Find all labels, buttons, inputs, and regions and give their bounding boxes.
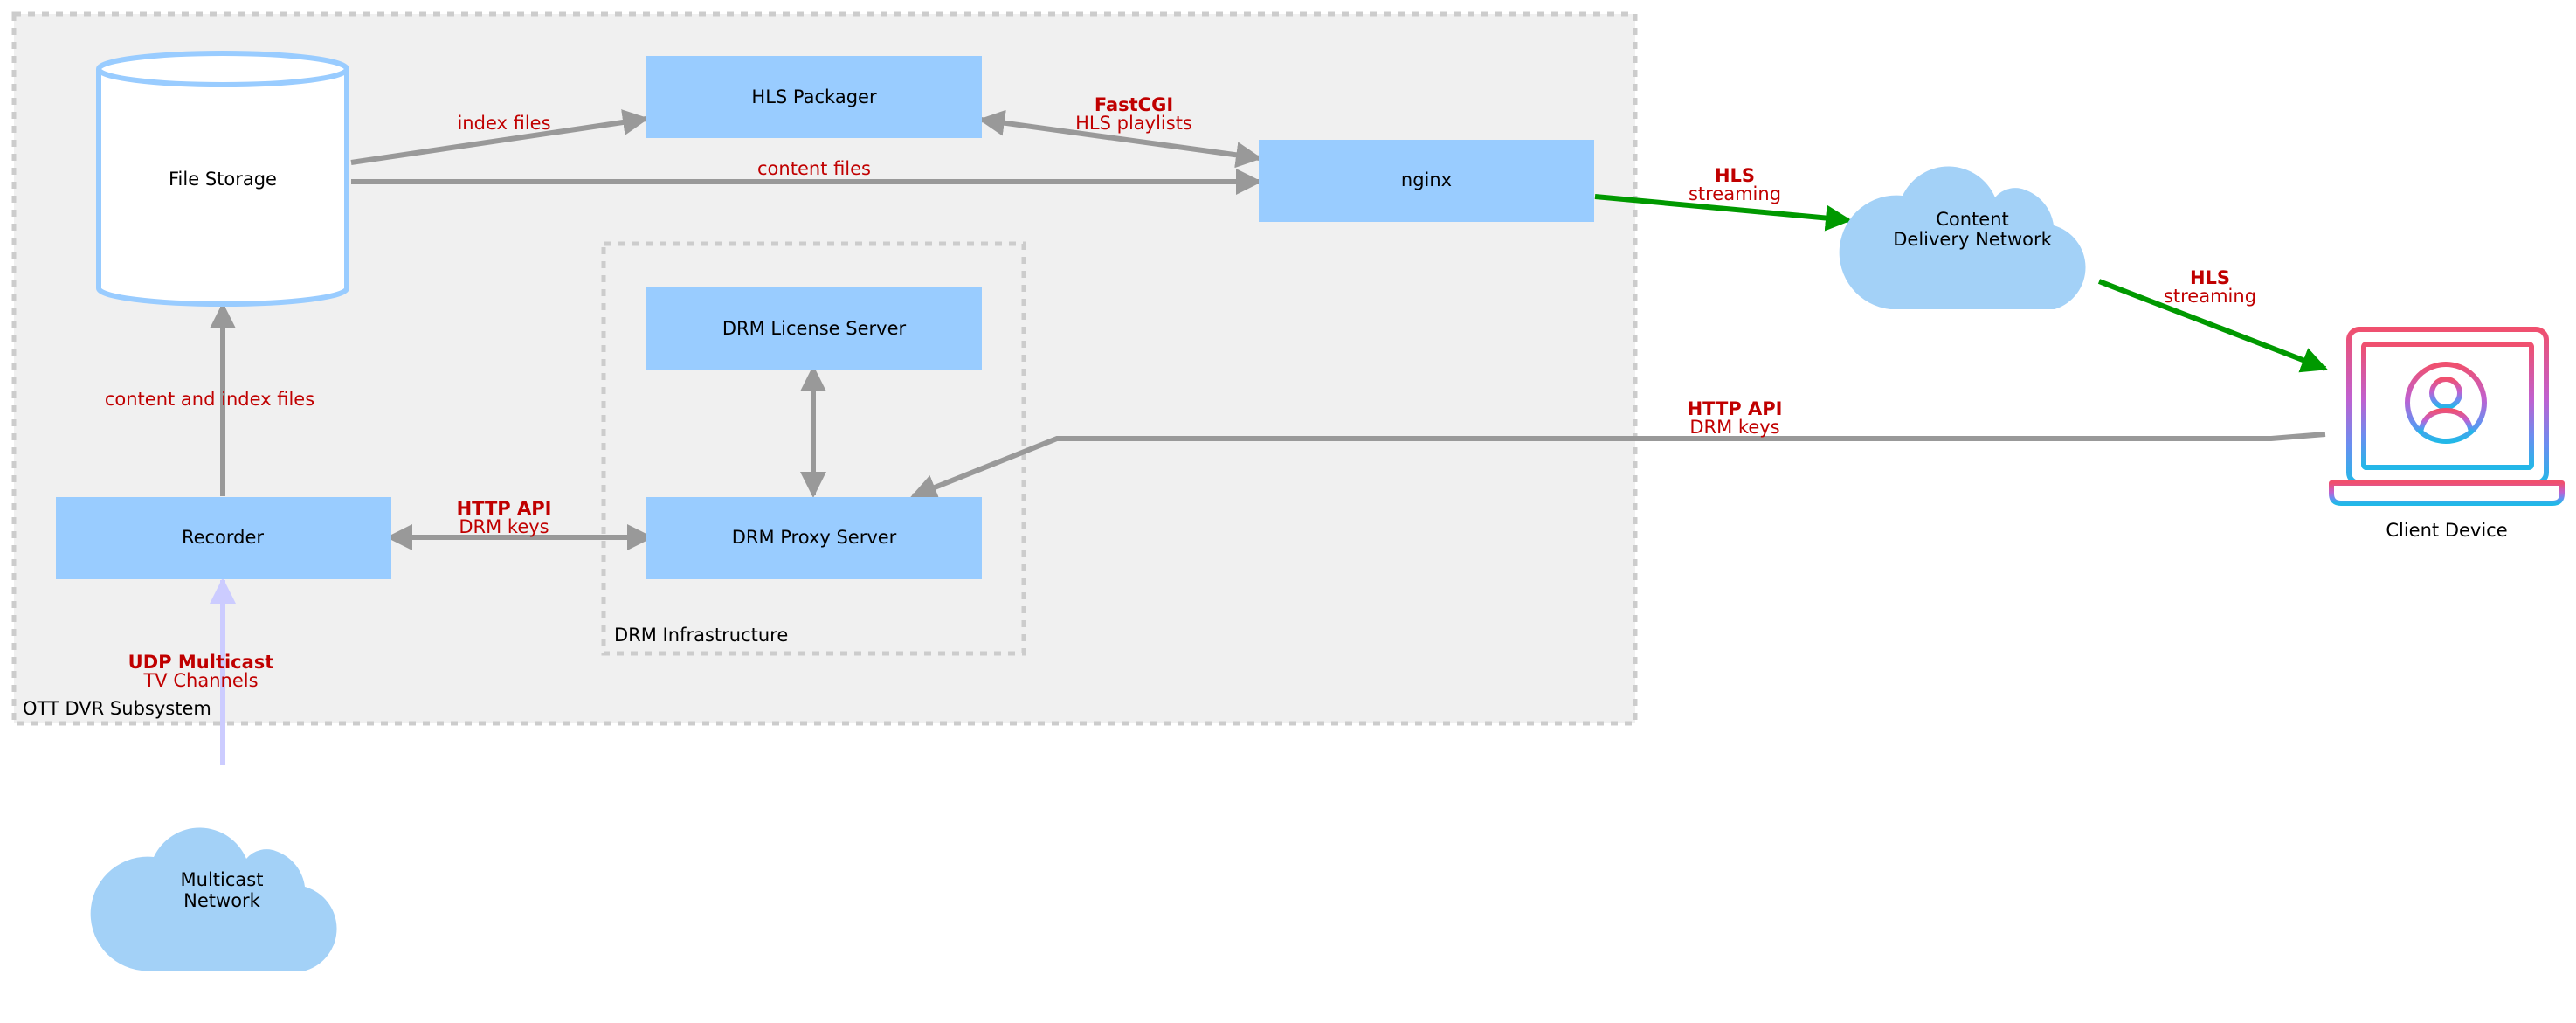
node-multicast-network: Multicast Network xyxy=(90,827,337,971)
label-drm-keys-recorder: DRM keys xyxy=(459,516,549,537)
label-hls-playlists: HLS playlists xyxy=(1075,113,1192,134)
label-drm-keys-client: DRM keys xyxy=(1689,417,1779,438)
node-drm-license-server: DRM License Server xyxy=(646,287,982,370)
node-hls-packager: HLS Packager xyxy=(646,56,982,138)
node-label-cdn-line2: Delivery Network xyxy=(1893,229,2052,250)
label-content-files: content files xyxy=(757,158,871,179)
node-drm-proxy-server: DRM Proxy Server xyxy=(646,497,982,579)
group-drm-infrastructure: DRM Infrastructure xyxy=(601,241,1026,656)
label-http-api-recorder: HTTP API xyxy=(457,498,552,519)
laptop-user-icon xyxy=(2329,327,2565,506)
node-label-hls-packager: HLS Packager xyxy=(751,86,877,107)
edge-index-files xyxy=(350,109,649,165)
label-hls-cdn: HLS xyxy=(1715,165,1755,186)
edge-fastcgi xyxy=(978,109,1262,169)
group-label-ott-dvr: OTT DVR Subsystem xyxy=(23,698,211,719)
node-recorder: Recorder xyxy=(56,497,391,579)
edge-labels: index files content files FastCGI HLS pl… xyxy=(105,94,2256,691)
edges xyxy=(210,109,2328,765)
edge-client-proxy xyxy=(910,432,2326,500)
node-file-storage: File Storage xyxy=(96,51,349,307)
node-label-recorder: Recorder xyxy=(182,527,264,548)
node-label-drm-proxy-server: DRM Proxy Server xyxy=(732,527,897,548)
node-client-device: Client Device xyxy=(2329,327,2565,541)
node-label-cdn-line1: Content xyxy=(1936,209,2009,230)
node-label-file-storage: File Storage xyxy=(169,169,277,190)
label-streaming-cdn: streaming xyxy=(1689,183,1781,204)
node-content-delivery-network: Content Delivery Network xyxy=(1839,166,2086,309)
node-label-multicast-line1: Multicast xyxy=(181,869,264,890)
label-http-api-client: HTTP API xyxy=(1688,398,1783,419)
label-content-and-index-files: content and index files xyxy=(105,389,314,410)
label-tv-channels: TV Channels xyxy=(142,670,258,691)
node-label-multicast-line2: Network xyxy=(183,890,261,911)
edge-nginx-cdn xyxy=(1594,194,1852,232)
edge-cdn-client xyxy=(2097,279,2328,373)
label-hls-client: HLS xyxy=(2190,267,2230,288)
label-fastcgi: FastCGI xyxy=(1095,94,1173,115)
cloud-icon xyxy=(90,827,337,971)
storage-cylinder-top xyxy=(96,51,349,87)
storage-cylinder-icon xyxy=(96,69,349,307)
cloud-icon xyxy=(1839,166,2086,309)
label-streaming-client: streaming xyxy=(2164,286,2256,307)
node-label-drm-license-server: DRM License Server xyxy=(722,318,907,339)
node-label-client-device: Client Device xyxy=(2386,520,2507,541)
label-index-files: index files xyxy=(457,113,550,134)
node-nginx: nginx xyxy=(1259,140,1594,222)
node-label-nginx: nginx xyxy=(1401,169,1452,190)
label-udp-multicast: UDP Multicast xyxy=(128,652,274,673)
group-label-drm-infrastructure: DRM Infrastructure xyxy=(614,625,788,646)
